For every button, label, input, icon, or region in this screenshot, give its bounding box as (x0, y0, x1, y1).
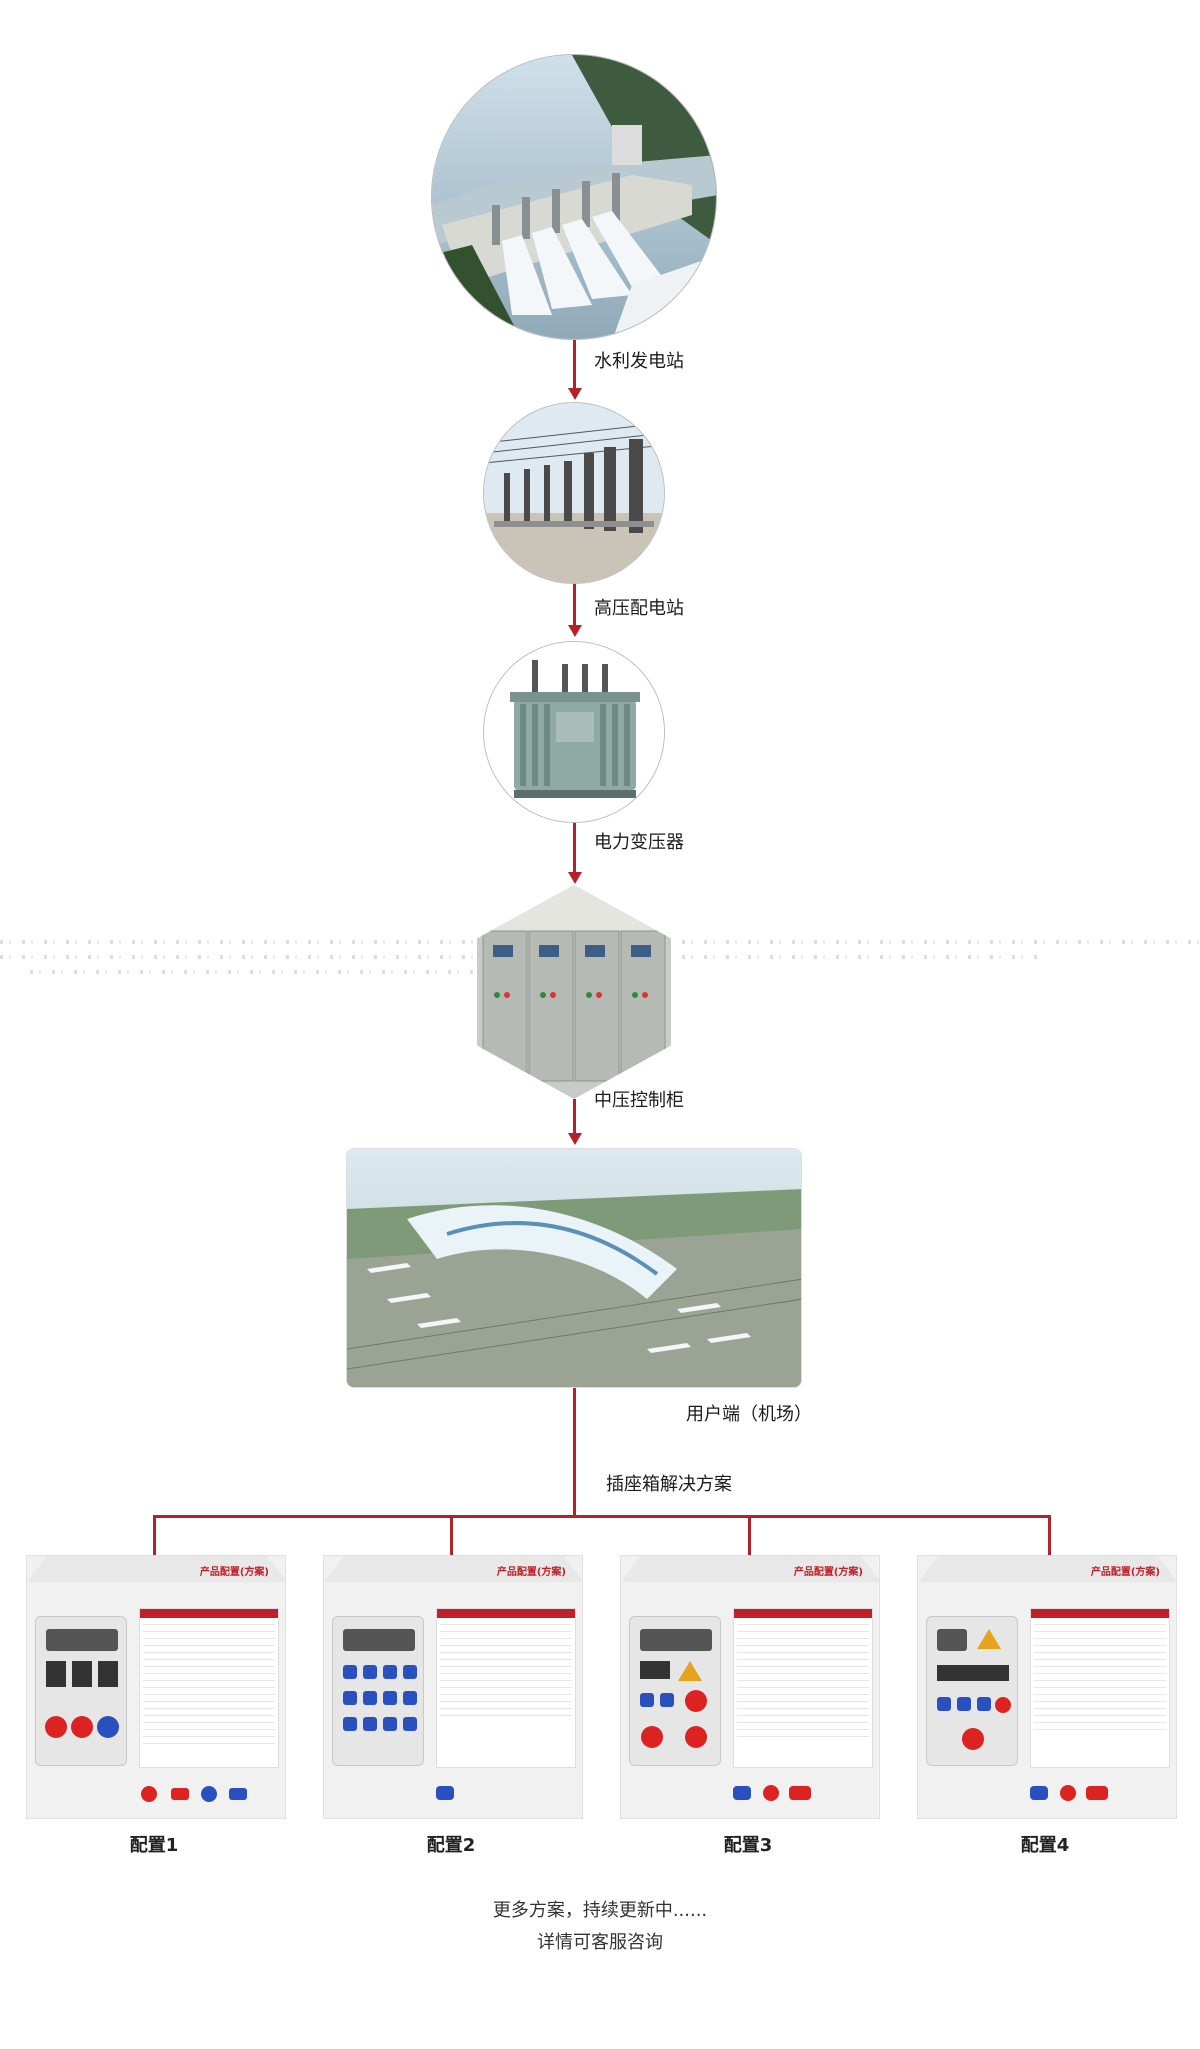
plug-icons (733, 1785, 811, 1801)
switchgear-cabinet-icon (477, 885, 671, 1099)
substation-icon (484, 403, 664, 583)
config-card-1[interactable]: 产品配置(方案) (26, 1555, 286, 1819)
step-label-substation: 高压配电站 (594, 598, 684, 619)
card-tab-shape (324, 1556, 582, 1582)
socket-box (332, 1616, 424, 1766)
config-label-4: 配置4 (1020, 1835, 1070, 1856)
plug-icons (1030, 1785, 1108, 1801)
hydropower-station-image (431, 54, 717, 340)
socket-box (35, 1616, 127, 1766)
footer-line-1: 更多方案，持续更新中...... (492, 1900, 708, 1921)
card-tab-title: 产品配置(方案) (496, 1567, 566, 1578)
scan-noise (30, 970, 590, 974)
airport-icon (347, 1149, 801, 1387)
config-sheet (139, 1608, 279, 1768)
branch-drop-1 (153, 1515, 156, 1557)
card-tab-shape (918, 1556, 1176, 1582)
flow-connector (573, 1099, 576, 1135)
socket-box (629, 1616, 721, 1766)
flow-arrow (568, 1133, 582, 1145)
plug-icons (436, 1786, 454, 1800)
flow-arrow (568, 388, 582, 400)
config-card-2[interactable]: 产品配置(方案) (323, 1555, 583, 1819)
branch-connector (153, 1515, 1051, 1518)
footer-line-2: 详情可客服咨询 (537, 1932, 663, 1953)
config-sheet (1030, 1608, 1170, 1768)
card-tab-title: 产品配置(方案) (199, 1567, 269, 1578)
flow-connector (573, 584, 576, 626)
config-label-1: 配置1 (129, 1835, 179, 1856)
config-label-2: 配置2 (426, 1835, 476, 1856)
config-label-3: 配置3 (723, 1835, 773, 1856)
card-tab-title: 产品配置(方案) (1090, 1567, 1160, 1578)
flow-arrow (568, 625, 582, 637)
airport-image (346, 1148, 802, 1388)
config-card-3[interactable]: 产品配置(方案) (620, 1555, 880, 1819)
config-card-4[interactable]: 产品配置(方案) (917, 1555, 1177, 1819)
step-label-transformer: 电力变压器 (594, 832, 684, 853)
card-tab-shape (27, 1556, 285, 1582)
branch-drop-2 (450, 1515, 453, 1557)
transformer-icon (484, 642, 664, 822)
flow-connector (573, 340, 576, 390)
substation-image (483, 402, 665, 584)
transformer-image (483, 641, 665, 823)
step-label-hydropower: 水利发电站 (594, 351, 684, 372)
plug-icons (141, 1786, 247, 1802)
config-sheet (733, 1608, 873, 1768)
flow-arrow (568, 872, 582, 884)
hydropower-dam-icon (432, 55, 716, 339)
flow-connector (573, 1388, 576, 1518)
branch-drop-3 (748, 1515, 751, 1557)
flow-connector (573, 823, 576, 873)
solution-label: 插座箱解决方案 (606, 1474, 732, 1495)
socket-box (926, 1616, 1018, 1766)
card-tab-title: 产品配置(方案) (793, 1567, 863, 1578)
branch-drop-4 (1048, 1515, 1051, 1557)
card-tab-shape (621, 1556, 879, 1582)
step-label-airport: 用户端（机场） (686, 1404, 812, 1425)
step-label-switchgear: 中压控制柜 (594, 1090, 684, 1111)
config-sheet (436, 1608, 576, 1768)
switchgear-cabinet-image (477, 885, 671, 1099)
